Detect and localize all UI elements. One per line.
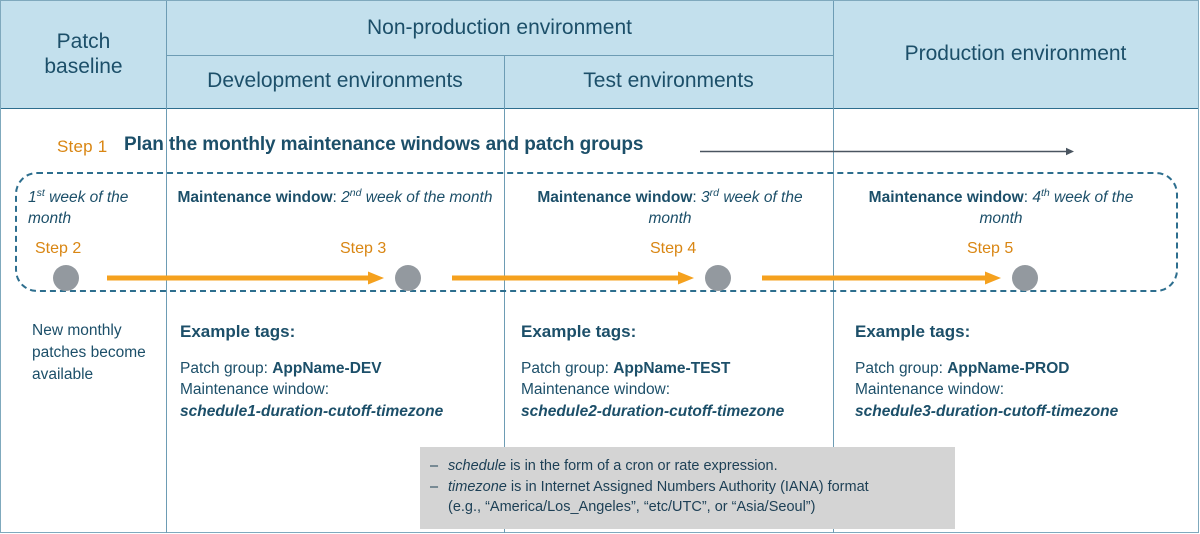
- header-band: [1, 1, 1198, 108]
- footnote-text-timezone-example: (e.g., “America/Los_Angeles”, “etc/UTC”,…: [448, 499, 816, 516]
- step3-label: Step 3: [340, 240, 387, 257]
- arrow-step3-to-step4-icon: [452, 271, 694, 285]
- header-divider-1: [166, 1, 167, 108]
- step1-row: Step 1 Plan the monthly maintenance wind…: [0, 133, 1200, 165]
- header-inner-hline: [166, 55, 833, 56]
- column-divider-1: [166, 108, 167, 533]
- maintenance-window-group-box: [15, 172, 1178, 292]
- header-patch-baseline: Patch baseline: [1, 1, 166, 108]
- example-tags-dev-window-value: schedule1-duration-cutoff-timezone: [180, 403, 444, 421]
- column-divider-3: [833, 108, 834, 533]
- example-tags-dev: Example tags: Patch group: AppName-DEV M…: [180, 320, 510, 423]
- footnote-dash-2: –: [430, 478, 439, 495]
- example-tags-test: Example tags: Patch group: AppName-TEST …: [521, 320, 841, 423]
- header-development: Development environments: [207, 69, 463, 93]
- example-tags-prod: Example tags: Patch group: AppName-PROD …: [855, 320, 1185, 423]
- baseline-description: New monthly patches become available: [32, 322, 146, 383]
- example-tags-test-patchgroup: Patch group: AppName-TEST: [521, 359, 731, 377]
- example-tags-prod-heading: Example tags:: [855, 322, 971, 341]
- footnote-dash-1: –: [430, 458, 439, 474]
- column-divider-2: [504, 108, 505, 533]
- step3-dot: [395, 265, 421, 291]
- example-tags-test-heading: Example tags:: [521, 322, 637, 341]
- header-test: Test environments: [583, 69, 754, 93]
- header-production: Production environment: [904, 42, 1127, 66]
- example-tags-dev-patchgroup: Patch group: AppName-DEV: [180, 359, 382, 377]
- header-patch-baseline-line1: Patch: [56, 29, 111, 53]
- step4-label: Step 4: [650, 240, 697, 257]
- example-tags-test-window-label: Maintenance window:: [521, 381, 671, 399]
- step5-label: Step 5: [967, 240, 1014, 257]
- example-tags-test-window-value: schedule2-duration-cutoff-timezone: [521, 403, 785, 421]
- window-text-dev: Maintenance window: 2nd week of the mont…: [177, 186, 493, 206]
- footnote-text-schedule: schedule is in the form of a cron or rat…: [448, 458, 778, 474]
- header-divider-3: [833, 1, 834, 108]
- example-tags-prod-window-value: schedule3-duration-cutoff-timezone: [855, 403, 1119, 421]
- footnote-item-schedule: – schedule is in the form of a cron or r…: [430, 456, 945, 477]
- footnote-text-timezone: timezone is in Internet Assigned Numbers…: [448, 478, 869, 516]
- header-patch-baseline-line2: baseline: [44, 54, 123, 78]
- arrow-step2-to-step3-icon: [107, 271, 384, 285]
- header-non-production: Non-production environment: [367, 15, 632, 39]
- example-tags-prod-patchgroup: Patch group: AppName-PROD: [855, 359, 1070, 377]
- window-text-prod: Maintenance window: 4th week of the mont…: [868, 186, 1134, 227]
- example-tags-dev-window-label: Maintenance window:: [180, 381, 330, 399]
- step1-arrow-icon: [700, 147, 1074, 156]
- header-divider-2: [504, 55, 505, 108]
- step2-label: Step 2: [35, 240, 82, 257]
- step1-title: Plan the monthly maintenance windows and…: [124, 134, 644, 155]
- window-text-test: Maintenance window: 3rd week of the mont…: [537, 186, 803, 227]
- footnote-item-timezone: – timezone is in Internet Assigned Numbe…: [430, 477, 945, 518]
- step4-dot: [705, 265, 731, 291]
- window-text-baseline: 1st week of the month: [28, 186, 129, 227]
- step5-dot: [1012, 265, 1038, 291]
- header-bottom-rule: [1, 108, 1198, 109]
- step1-label: Step 1: [57, 137, 108, 156]
- arrow-step4-to-step5-icon: [762, 271, 1001, 285]
- example-tags-prod-window-label: Maintenance window:: [855, 381, 1005, 399]
- footnote-box: – schedule is in the form of a cron or r…: [420, 447, 955, 529]
- step2-dot: [53, 265, 79, 291]
- example-tags-dev-heading: Example tags:: [180, 322, 296, 341]
